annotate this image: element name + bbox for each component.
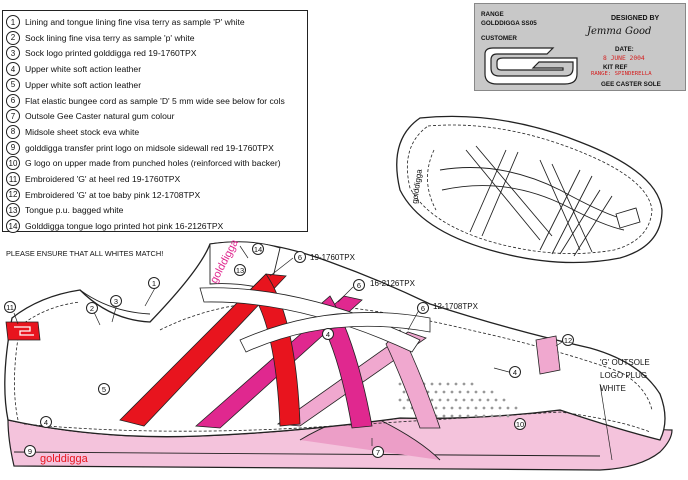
callout-6-red: 6: [294, 251, 306, 263]
spec-item-text: G logo on upper made from punched holes …: [25, 158, 281, 169]
whites-warning: PLEASE ENSURE THAT ALL WHITES MATCH!: [6, 249, 164, 258]
sole-label: GEE CASTER SOLE: [601, 81, 661, 88]
spec-item-text: Sock lining fine visa terry as sample 'p…: [25, 32, 195, 43]
spec-item-number: 6: [6, 93, 20, 108]
kit-ref-value: RANGE: SPINDERELLA: [591, 71, 652, 77]
spec-item-number: 14: [6, 219, 20, 234]
spec-item-text: Outsole Gee Caster natural gum colour: [25, 111, 175, 122]
spec-item-text: Tongue p.u. bagged white: [25, 205, 124, 216]
spec-item: 6 Flat elastic bungee cord as sample 'D' …: [6, 93, 285, 109]
callout-6-baby-pink: 6: [417, 302, 429, 314]
outsole-plug-line-2: LOGO PLUG: [600, 371, 648, 380]
callout-10: 10: [514, 418, 526, 430]
callout-12: 12: [562, 334, 574, 346]
spec-item: 11 Embroidered 'G' at heel red 19-1760TPX: [6, 171, 180, 187]
spec-item: 7 Outsole Gee Caster natural gum colour: [6, 108, 175, 124]
callout-3: 3: [110, 295, 122, 307]
callout-6-hot-pink: 6: [353, 279, 365, 291]
designer-signature: Jemma Good: [587, 26, 652, 37]
spec-item: 5 Upper white soft action leather: [6, 77, 141, 93]
designed-by-label: DESIGNED BY: [611, 15, 660, 22]
spec-item-text: Sock logo printed golddigga red 19-1760T…: [25, 48, 197, 59]
callout-4c: 4: [509, 366, 521, 378]
callout-2: 2: [86, 302, 98, 314]
spec-item-number: 10: [6, 156, 20, 171]
callout-4b: 4: [40, 416, 52, 428]
customer-label: CUSTOMER: [481, 35, 517, 42]
title-block: RANGE GOLDDIGGA SS05 CUSTOMER DESIGNED B…: [474, 3, 686, 91]
side-view: golddigga golddigga: [4, 237, 673, 471]
callout-1: 1: [148, 277, 160, 289]
top-view: golddigga: [396, 115, 663, 264]
color-label-baby-pink: 12-1708TPX: [433, 302, 478, 311]
kit-ref-label: KIT REF: [603, 64, 628, 71]
g-logo: [484, 47, 578, 85]
spec-item: 12 Embroidered 'G' at toe baby pink 12-17…: [6, 187, 200, 203]
date-value: 8 JUNE 2004: [603, 55, 645, 62]
spec-item-text: Flat elastic bungee cord as sample 'D' 5…: [25, 95, 285, 106]
color-label-hot-pink: 16-2126TPX: [370, 279, 415, 288]
spec-item-text: Embroidered 'G' at heel red 19-1760TPX: [25, 174, 181, 184]
spec-item: 13 Tongue p.u. bagged white: [6, 202, 123, 218]
midsole-brand-text: golddigga: [40, 453, 89, 465]
spec-item-number: 5: [6, 77, 20, 92]
spec-item-number: 7: [6, 109, 20, 124]
spec-item-number: 3: [6, 46, 20, 61]
spec-item: 1 Lining and tongue lining fine visa terr…: [6, 14, 245, 30]
spec-item-text: Upper white soft action leather: [25, 79, 142, 90]
spec-item-number: 2: [6, 30, 20, 45]
callout-5: 5: [98, 383, 110, 395]
callout-14: 14: [252, 243, 264, 255]
spec-item: 10 G logo on upper made from punched hole…: [6, 155, 281, 171]
spec-item-number: 4: [6, 62, 20, 77]
spec-item: 4 Upper white soft action leather: [6, 61, 141, 77]
spec-item-number: 12: [6, 187, 20, 202]
spec-item: 8 Midsole sheet stock eva white: [6, 124, 139, 140]
callout-9: 9: [24, 445, 36, 457]
date-label: DATE:: [615, 46, 634, 53]
spec-item-text: Midsole sheet stock eva white: [25, 126, 140, 137]
spec-item-text: Embroidered 'G' at toe baby pink 12-1708…: [25, 189, 201, 200]
spec-item-text: Lining and tongue lining fine visa terry…: [25, 17, 245, 27]
spec-item-number: 9: [6, 140, 20, 155]
outsole-plug-line-3: WHITE: [600, 384, 626, 393]
spec-item: 9 golddigga transfer print logo on midsol…: [6, 140, 274, 156]
spec-item: 2 Sock lining fine visa terry as sample …: [6, 30, 195, 46]
spec-item-number: 1: [6, 15, 20, 29]
callout-11: 11: [4, 301, 16, 313]
spec-item-number: 8: [6, 124, 20, 139]
spec-item-number: 13: [6, 203, 20, 218]
color-label-red: 19-1760TPX: [310, 253, 355, 262]
outsole-plug-line-1: 'G' OUTSOLE: [600, 358, 650, 367]
range-value: GOLDDIGGA SS05: [481, 20, 537, 27]
spec-item-text: Upper white soft action leather: [25, 64, 142, 75]
spec-item: 14 Golddigga tongue logo printed hot pink…: [6, 218, 223, 234]
spec-list: 1 Lining and tongue lining fine visa terr…: [2, 10, 308, 234]
callout-7: 7: [372, 446, 384, 458]
range-label: RANGE: [481, 11, 504, 18]
spec-item-text: golddigga transfer print logo on midsole…: [25, 142, 274, 153]
spec-item-number: 11: [6, 172, 20, 186]
spec-item: 3 Sock logo printed golddigga red 19-1760…: [6, 45, 197, 61]
callout-13: 13: [234, 264, 246, 276]
callout-4: 4: [322, 328, 334, 340]
spec-item-text: Golddigga tongue logo printed hot pink 1…: [25, 221, 224, 232]
